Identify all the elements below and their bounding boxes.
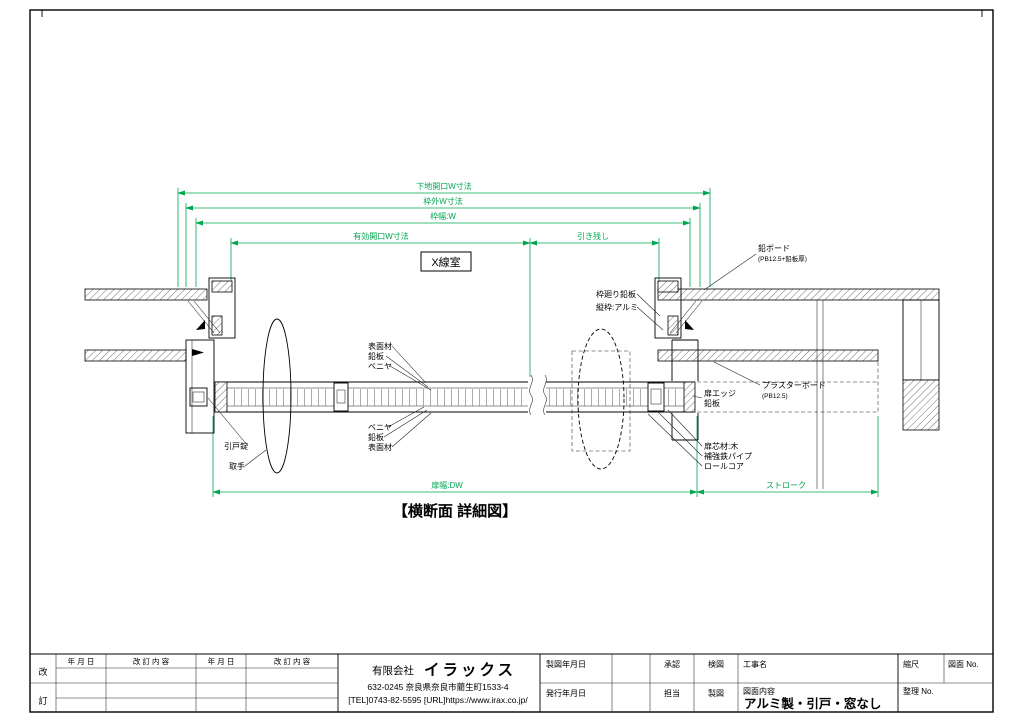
company-contact: [TEL]0743-82-5595 [URL]https://www.irax.… xyxy=(348,695,528,705)
label-veneer-top: ベニヤ xyxy=(368,362,392,371)
field-content-label: 図面内容 xyxy=(743,686,775,696)
dim-label-frame-outer: 枠外W寸法 xyxy=(423,196,463,206)
field-project-name: 工事名 xyxy=(743,659,767,669)
dim-label-pull-remainder: 引き残し xyxy=(577,231,609,241)
hidden-detail-box xyxy=(571,350,631,452)
label-lead-board-sub: (PB12.5+鉛板厚) xyxy=(758,254,807,263)
sheet-frame xyxy=(29,9,994,713)
label-door-edge: 扉エッジ xyxy=(704,388,736,398)
wall-return-lower xyxy=(902,379,940,431)
section-title: 【横断面 詳細図】 xyxy=(393,502,517,520)
field-drafted: 製図 xyxy=(708,688,724,698)
wall-sections xyxy=(84,288,940,489)
left-jamb xyxy=(185,277,236,434)
dimension-extension-lines xyxy=(177,188,879,497)
label-surface-bottom: 表面材 xyxy=(368,442,392,452)
label-lead-bottom: 鉛板 xyxy=(368,432,384,442)
label-frame-lead: 枠廻り鉛板 xyxy=(596,289,636,299)
label-vertical-frame: 縦枠:アルミ xyxy=(596,302,638,312)
label-steel-pipe: 補強鉄パイプ xyxy=(704,451,752,461)
rev-header-content-1: 改 訂 内 容 xyxy=(133,656,170,666)
label-plasterboard: プラスターボード xyxy=(762,381,826,390)
door-stile-left xyxy=(333,382,349,412)
right-jamb xyxy=(654,277,703,441)
door-panel xyxy=(214,318,696,474)
dim-label-substrate-opening: 下地開口W寸法 xyxy=(416,181,472,191)
revision-col-top: 改 xyxy=(38,666,47,677)
company-address: 632-0245 奈良県奈良市藺生町1533-4 xyxy=(367,682,509,692)
wall-upper-left xyxy=(84,288,208,301)
field-approval: 承認 xyxy=(664,659,680,669)
dim-label-frame-width: 枠幅:W xyxy=(430,211,456,221)
wall-upper-right xyxy=(657,288,940,301)
company-name: イラックス xyxy=(424,661,516,679)
revision-col-bottom: 訂 xyxy=(38,695,47,706)
label-door-edge-lead: 鉛板 xyxy=(704,398,720,408)
label-door-lock: 引戸錠 xyxy=(224,441,248,451)
room-label: X線室 xyxy=(431,255,460,269)
wall-lower-left xyxy=(84,349,187,362)
field-scale: 縮尺 xyxy=(903,659,919,669)
door-left-edge xyxy=(214,381,228,413)
annotation-labels: 鉛ボード (PB12.5+鉛板厚) 枠廻り鉛板 縦枠:アルミ 表面材 鉛板 ベニ… xyxy=(224,243,826,471)
rev-header-date-1: 年 月 日 xyxy=(68,656,95,666)
dimension-lines: 下地開口W寸法 枠外W寸法 枠幅:W 有効開口W寸法 引き残し 扉幅:DW スト… xyxy=(177,181,879,495)
title-block: 改 訂 年 月 日 改 訂 内 容 年 月 日 改 訂 内 容 有限会社 イラッ… xyxy=(30,653,993,712)
dim-label-door-width: 扉幅:DW xyxy=(431,480,463,490)
label-surface-top: 表面材 xyxy=(368,341,392,351)
label-plasterboard-sub: (PB12.5) xyxy=(762,393,788,400)
field-ref-no: 整理 No. xyxy=(903,686,934,696)
company-prefix: 有限会社 xyxy=(372,664,414,677)
field-in-charge: 担当 xyxy=(664,688,680,698)
label-lead-top: 鉛板 xyxy=(368,351,384,361)
field-check: 検図 xyxy=(708,659,724,669)
break-mark xyxy=(543,374,547,416)
field-issue-date: 発行年月日 xyxy=(546,688,586,698)
label-roll-core: ロールコア xyxy=(704,462,744,471)
drawing-content-value: アルミ製・引戸・窓なし xyxy=(744,696,881,711)
label-door-core: 扉芯材:木 xyxy=(704,441,738,451)
dim-label-effective-opening: 有効開口W寸法 xyxy=(353,231,409,241)
field-drawing-date: 製図年月日 xyxy=(546,659,586,669)
hidden-handle-profile xyxy=(577,328,625,470)
label-lead-board: 鉛ボード xyxy=(758,243,790,253)
door-right-edge xyxy=(683,381,696,413)
dim-label-stroke: ストローク xyxy=(766,481,806,490)
room-label-box: X線室 xyxy=(420,251,472,272)
break-mark xyxy=(529,374,533,416)
door-handle-profile xyxy=(262,318,292,474)
label-veneer-bottom: ベニヤ xyxy=(368,423,392,432)
field-sheet-no: 図面 No. xyxy=(948,660,979,669)
door-stile-right xyxy=(647,382,665,412)
wall-lower-right xyxy=(657,349,879,362)
leader-lines xyxy=(207,253,761,467)
rev-header-content-2: 改 訂 内 容 xyxy=(274,656,311,666)
label-handle: 取手 xyxy=(229,461,245,471)
rev-header-date-2: 年 月 日 xyxy=(208,656,235,666)
